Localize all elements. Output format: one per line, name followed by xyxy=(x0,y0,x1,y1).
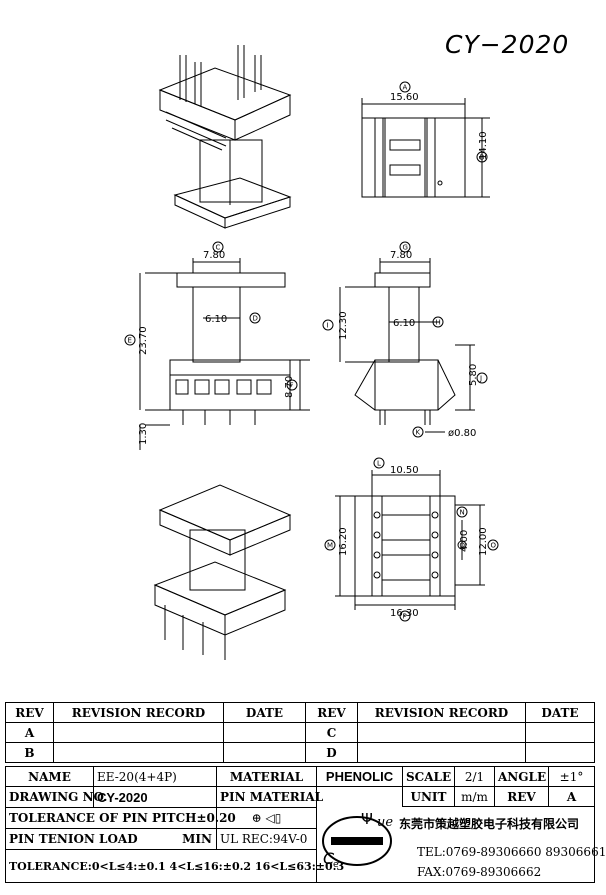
marker-q: Q xyxy=(460,542,466,550)
marker-j: J xyxy=(479,375,482,383)
marker-c: C xyxy=(216,244,221,252)
dim-l: ø0.80 xyxy=(448,428,476,439)
technical-drawing: 15.60 14.10 7.80 6.10 23.70 8.70 1.30 7.… xyxy=(124,45,499,660)
name-label: NAME xyxy=(5,766,94,787)
cone-icon: ◁▯ xyxy=(265,811,282,826)
svg-text:C: C xyxy=(323,849,335,868)
marker-i: I xyxy=(327,322,329,330)
dim-c: 7.80 xyxy=(203,250,225,261)
revision-record-header-2: REVISION RECORD xyxy=(357,702,526,723)
rev-value: A xyxy=(548,786,595,807)
ul-symbol-cell: ⊕ ◁▯ xyxy=(216,807,317,830)
tolerance-pitch: TOLERANCE OF PIN PITCH±0.20 xyxy=(5,807,236,830)
pin-load-cell: PIN TENION LOAD MIN xyxy=(5,828,217,851)
dim-m: 10.50 xyxy=(390,465,419,476)
dim-k: 5.80 xyxy=(468,364,479,386)
iso-view-top xyxy=(158,45,292,229)
name-value: EE-20(4+4P) xyxy=(93,766,217,787)
material-label: MATERIAL xyxy=(216,766,317,787)
front-view xyxy=(139,258,310,450)
date-header-2: DATE xyxy=(525,702,595,723)
rev-cell: A xyxy=(5,722,54,743)
date-cell xyxy=(223,742,306,763)
dim-n: 16.20 xyxy=(338,527,349,556)
table-row: B D xyxy=(5,742,595,763)
company-name: 东莞市策越塑胶电子科技有限公司 xyxy=(399,817,580,831)
dim-f: 8.70 xyxy=(284,376,295,398)
rev-label: REV xyxy=(494,786,549,807)
date-header: DATE xyxy=(223,702,306,723)
company-logo-icon: Ψ C e xyxy=(322,810,392,870)
dim-h: 7.80 xyxy=(390,250,412,261)
scale-label: SCALE xyxy=(402,766,455,787)
record-cell xyxy=(357,742,526,763)
side-view xyxy=(339,258,475,433)
record-cell xyxy=(53,722,224,743)
logo-letters: ue xyxy=(377,815,394,830)
marker-a: A xyxy=(403,84,408,92)
drawing-title: CY−2020 xyxy=(445,30,570,59)
drawing-no-label: DRAWING NO. xyxy=(5,785,107,809)
marker-h: H xyxy=(436,319,441,327)
dim-j: 12.30 xyxy=(338,311,349,340)
marker-k: K xyxy=(416,429,421,437)
dim-q: 16.30 xyxy=(390,608,419,619)
dim-a: 15.60 xyxy=(390,92,419,103)
company-tel: TEL:0769-89306660 89306661 xyxy=(417,845,606,859)
date-cell xyxy=(525,742,595,763)
top-view xyxy=(361,98,490,198)
revision-header-row: REV REVISION RECORD DATE REV REVISION RE… xyxy=(5,702,595,723)
marker-m: M xyxy=(327,542,333,550)
rev-cell: C xyxy=(305,722,358,743)
tolerance-general: TOLERANCE:0<L≤4:±0.1 4<L≤16:±0.2 16<L≤63… xyxy=(5,849,344,883)
unit-label: UNIT xyxy=(402,786,455,807)
svg-text:e: e xyxy=(333,860,339,870)
marker-b: B xyxy=(480,154,485,162)
pin-load-label: PIN TENION LOAD xyxy=(9,832,138,847)
ul-rec: UL REC:94V-0 xyxy=(216,828,317,851)
marker-p: P xyxy=(403,613,407,621)
crosshair-icon: ⊕ xyxy=(251,811,262,826)
company-fax: FAX:0769-89306662 xyxy=(417,865,542,879)
rev-header: REV xyxy=(5,702,54,723)
angle-label: ANGLE xyxy=(494,766,549,787)
record-cell xyxy=(53,742,224,763)
unit-value: m/m xyxy=(454,786,495,807)
dim-p: 12.00 xyxy=(478,527,489,556)
reference-markers: A B C D E F G H I J K L M N O P Q xyxy=(124,81,499,622)
marker-o: O xyxy=(491,542,497,550)
marker-e: E xyxy=(128,337,132,345)
iso-view-bottom xyxy=(153,484,292,660)
date-cell xyxy=(223,722,306,743)
date-cell xyxy=(525,722,595,743)
rev-cell: D xyxy=(305,742,358,763)
drawing-no-value: CY-2020 xyxy=(93,785,217,809)
unit-rev-table: UNIT m/m REV A xyxy=(402,786,595,807)
record-cell xyxy=(357,722,526,743)
title-block: NAME EE-20(4+4P) MATERIAL PHENOLIC SCALE… xyxy=(5,766,606,883)
dim-g: 1.30 xyxy=(138,423,149,445)
marker-g: G xyxy=(403,244,408,252)
table-row: A C xyxy=(5,722,595,743)
material-value: PHENOLIC xyxy=(316,766,403,787)
marker-n: N xyxy=(460,509,465,517)
pin-material-label: PIN MATERIAL xyxy=(216,785,323,809)
marker-l: L xyxy=(377,460,381,468)
dim-i: 6.10 xyxy=(393,318,415,329)
rev-cell: B xyxy=(5,742,54,763)
dim-d: 6.10 xyxy=(205,314,227,325)
angle-value: ±1° xyxy=(548,766,595,787)
revision-table: REV REVISION RECORD DATE REV REVISION RE… xyxy=(5,702,595,763)
scale-value: 2/1 xyxy=(454,766,495,787)
svg-text:Ψ: Ψ xyxy=(361,810,373,828)
marker-d: D xyxy=(253,315,258,323)
pin-load-min: MIN xyxy=(182,832,212,847)
rev-header-2: REV xyxy=(305,702,358,723)
dim-e: 23.70 xyxy=(138,326,149,355)
revision-record-header: REVISION RECORD xyxy=(53,702,224,723)
dim-o: 4.00 xyxy=(459,530,470,552)
marker-f: F xyxy=(290,382,294,390)
dim-b: 14.10 xyxy=(478,131,489,160)
bottom-view xyxy=(335,470,485,610)
